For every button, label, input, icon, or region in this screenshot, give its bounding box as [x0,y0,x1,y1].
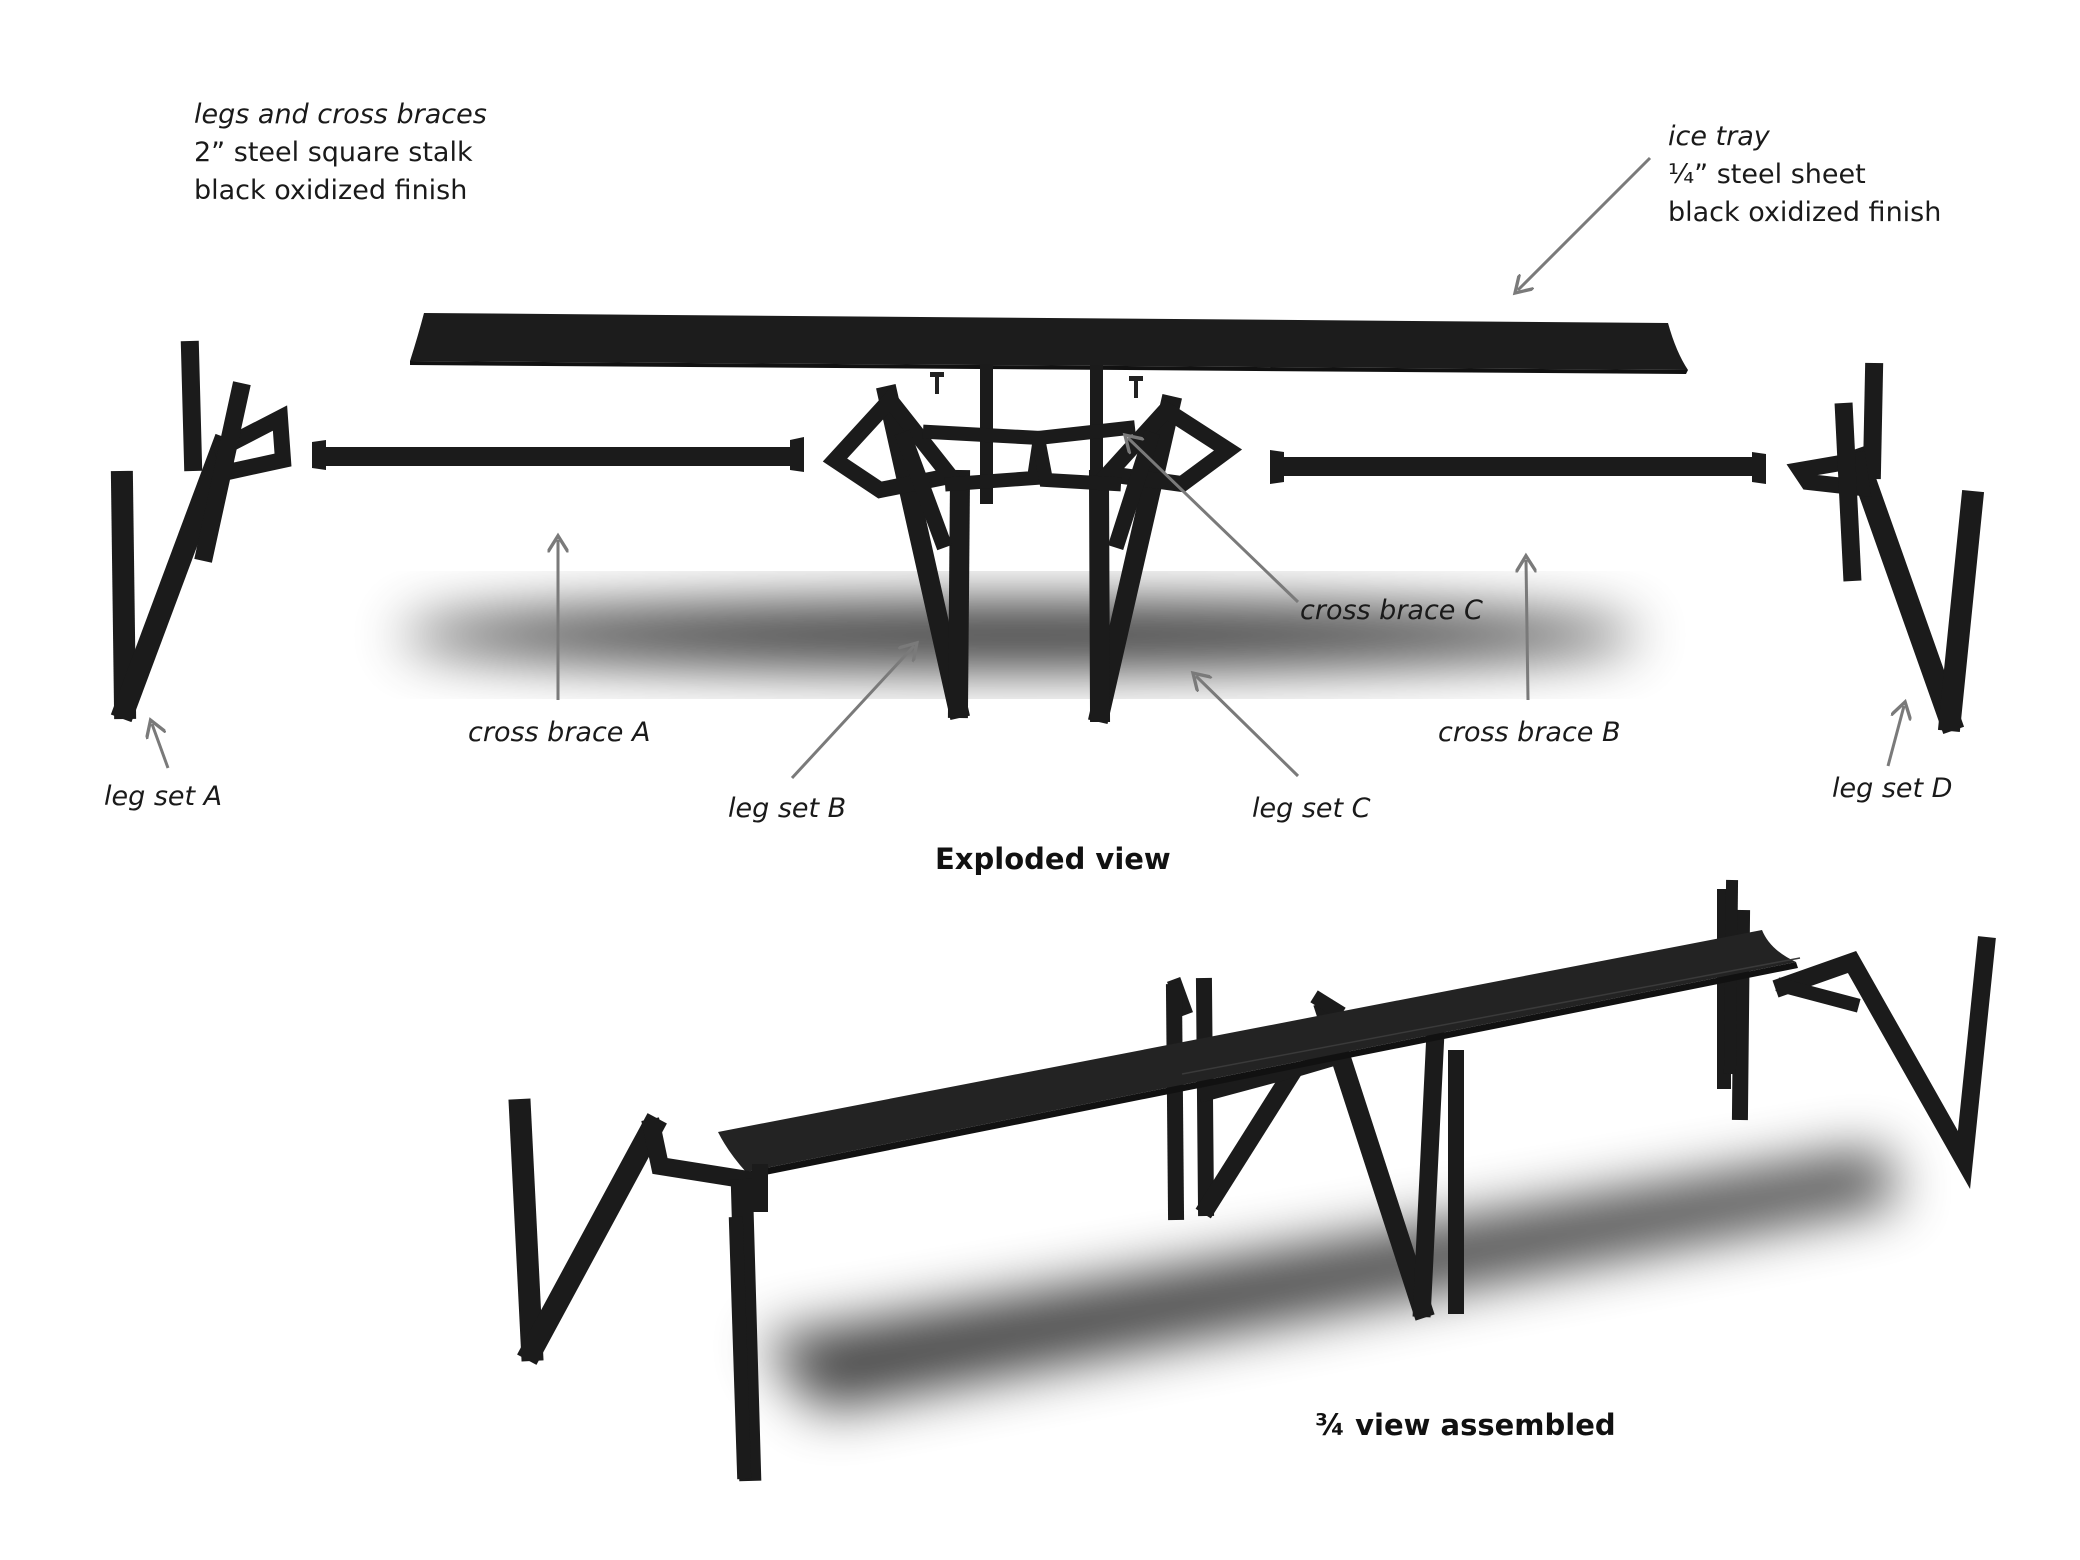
label-cross-brace-a: cross brace A [468,717,651,748]
exploded-callout-arrows [152,156,1904,780]
assembled-leg-set-a [508,1098,768,1482]
assembled-leg-set-b-c [1165,977,1464,1321]
leg-set-d-part [1786,362,1985,735]
ice-tray-part [410,313,1688,555]
label-cross-brace-b: cross brace B [1438,717,1621,748]
leg-set-a-part [110,340,292,723]
label-leg-set-a: leg set A [104,781,223,812]
legs-material-note-body: 2” steel square stalk black oxidized fin… [194,134,473,210]
label-cross-brace-c: cross brace C [1300,595,1483,626]
assembled-leg-set-d [1717,879,1996,1190]
exploded-shadow [400,603,1640,667]
label-leg-set-d: leg set D [1832,773,1953,804]
tray-material-note: ice tray ¼” steel sheet black oxidized f… [1668,118,1941,232]
legs-note-line-1: legs and cross braces [194,99,487,130]
cross-brace-b-part [1270,450,1766,484]
cross-brace-a-part [312,437,804,472]
assembled-shadow [760,1150,1900,1410]
label-leg-set-c: leg set C [1252,793,1371,824]
legs-note-line-2: 2” steel square stalk [194,137,473,168]
tray-note-line-3: black oxidized finish [1668,197,1942,228]
exploded-view [110,156,1985,780]
tray-note-line-1: ice tray [1668,121,1770,152]
title-exploded-view: Exploded view [935,842,1171,876]
legs-material-note: legs and cross braces [194,96,487,134]
label-leg-set-b: leg set B [728,793,847,824]
legs-note-line-3: black oxidized finish [194,175,468,206]
tray-note-line-2: ¼” steel sheet [1668,159,1866,190]
assembled-view [508,879,1996,1482]
assembled-ice-tray [718,930,1801,1178]
title-assembled-view: ¾ view assembled [1315,1408,1616,1442]
